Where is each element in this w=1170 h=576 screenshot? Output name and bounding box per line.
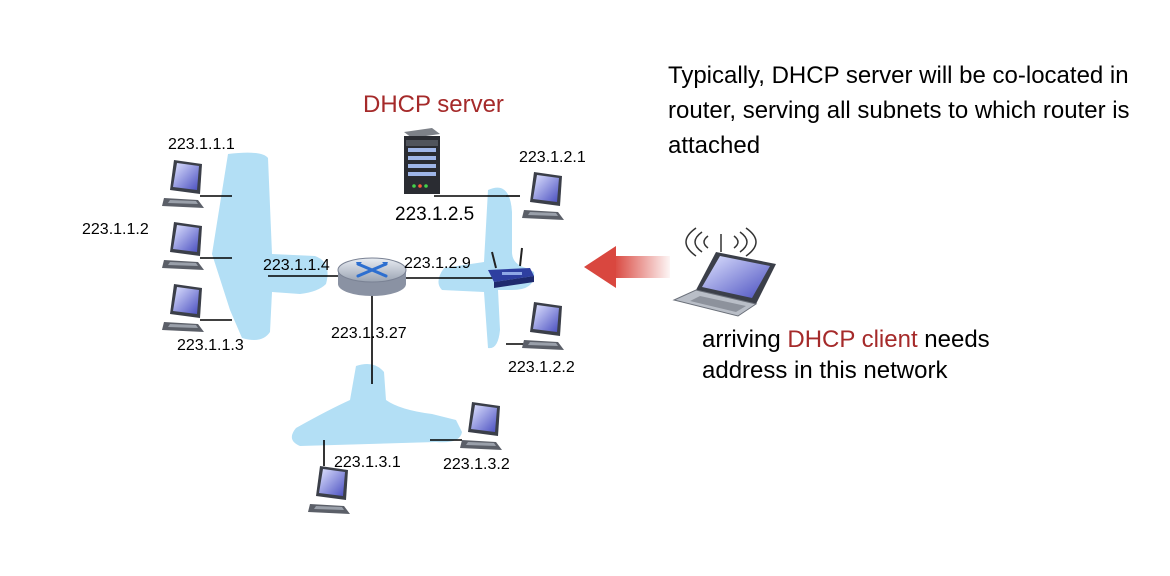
- host-h32-icon: [460, 402, 502, 450]
- server-icon: [404, 128, 440, 194]
- subnet-right: [438, 187, 535, 349]
- ip-label-h3: 223.1.1.3: [177, 337, 244, 354]
- wireless-signal-icon: [685, 227, 757, 257]
- ip-label-h31: 223.1.3.1: [334, 454, 401, 471]
- host-h2-icon: [162, 222, 204, 270]
- client-caption: arriving DHCP client needs address in th…: [702, 324, 990, 386]
- colocation-note: Typically, DHCP server will be co-locate…: [668, 62, 1130, 159]
- host-h31-icon: [308, 466, 350, 514]
- client-caption-suffix: needs: [917, 326, 990, 353]
- ip-label-h1: 223.1.1.1: [168, 136, 235, 153]
- ip-label-server: 223.1.2.5: [395, 204, 475, 225]
- client-caption-prefix: arriving: [702, 326, 788, 353]
- arrow-icon: [584, 246, 670, 288]
- router-icon: [337, 257, 407, 296]
- ip-label-h21: 223.1.2.1: [519, 149, 586, 166]
- subnet-left: [212, 152, 328, 340]
- subnet-bottom: [291, 364, 462, 446]
- access-point-icon: [488, 247, 534, 288]
- links: [200, 195, 526, 466]
- laptop-icon: [672, 252, 776, 317]
- dhcp-client-highlight: DHCP client: [787, 326, 918, 353]
- ip-label-h2: 223.1.1.2: [82, 221, 149, 238]
- ip-label-h22: 223.1.2.2: [508, 359, 575, 376]
- ip-label-router-right: 223.1.2.9: [404, 255, 471, 272]
- host-h21-icon: [522, 172, 564, 220]
- client-caption-line1: arriving DHCP client needs: [702, 324, 990, 355]
- host-h22-icon: [522, 302, 564, 350]
- ip-label-router-bottom: 223.1.3.27: [331, 325, 407, 342]
- client-caption-line2: address in this network: [702, 357, 948, 384]
- host-h3-icon: [162, 284, 204, 332]
- ip-label-router-left: 223.1.1.4: [263, 257, 330, 274]
- host-h1-icon: [162, 160, 204, 208]
- ip-label-h32: 223.1.3.2: [443, 456, 510, 473]
- dhcp-server-label: DHCP server: [363, 91, 504, 118]
